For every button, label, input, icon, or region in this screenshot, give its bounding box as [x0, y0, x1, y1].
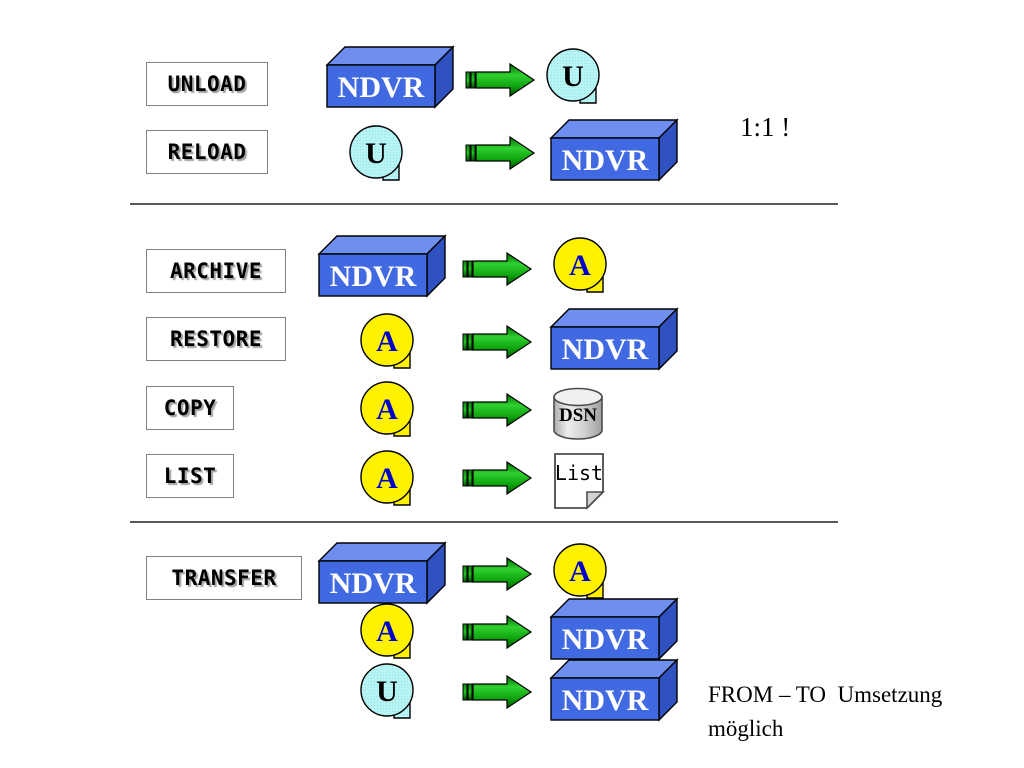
ndvr-box-icon: NDVR — [317, 234, 447, 298]
section-divider-2 — [130, 521, 838, 523]
ndvr-box-label: NDVR — [562, 684, 649, 717]
ndvr-box-icon: NDVR — [549, 118, 679, 182]
op-label-reload-text: RELOAD — [167, 140, 247, 164]
tape-unload-icon: U — [359, 660, 421, 726]
tape-unload-label: U — [376, 675, 398, 708]
tape-archive-icon: A — [359, 600, 421, 666]
arrow-right-icon — [462, 614, 533, 650]
op-label-unload-text: UNLOAD — [167, 72, 247, 96]
ndvr-box-icon: NDVR — [317, 541, 447, 605]
tape-archive-label: A — [569, 555, 591, 588]
tape-unload-label: U — [562, 60, 584, 93]
op-label-archive-text: ARCHIVE — [169, 259, 262, 283]
tape-archive-label: A — [376, 325, 398, 358]
ndvr-box-icon: NDVR — [549, 307, 679, 371]
tape-archive-icon: A — [359, 447, 421, 513]
tape-archive-icon: A — [359, 378, 421, 444]
annotation-note-line2: möglich — [708, 716, 784, 741]
arrow-right-icon — [462, 392, 533, 428]
ndvr-box-label: NDVR — [562, 333, 649, 366]
arrow-right-icon — [462, 251, 533, 287]
tape-unload-icon: U — [348, 122, 410, 188]
ndvr-box-icon: NDVR — [325, 45, 455, 109]
ndvr-box-icon: NDVR — [549, 658, 679, 722]
op-label-unload[interactable]: UNLOAD — [146, 62, 268, 106]
arrow-right-icon — [462, 324, 533, 360]
arrow-right-icon — [465, 62, 536, 98]
tape-archive-label: A — [376, 462, 398, 495]
list-page-icon: List — [553, 452, 609, 510]
ndvr-box-icon: NDVR — [549, 597, 679, 661]
tape-archive-label: A — [376, 615, 398, 648]
arrow-right-icon — [465, 135, 536, 171]
op-label-list-text: LIST — [163, 464, 217, 488]
tape-archive-icon: A — [359, 310, 421, 376]
ndvr-box-label: NDVR — [562, 144, 649, 177]
op-label-reload[interactable]: RELOAD — [146, 130, 268, 174]
tape-archive-label: A — [376, 393, 398, 426]
annotation-ratio: 1:1 ! — [740, 112, 791, 142]
dsn-cylinder-icon: DSN — [552, 387, 608, 440]
op-label-list[interactable]: LIST — [146, 454, 234, 498]
list-page-label: List — [555, 461, 603, 485]
op-label-transfer[interactable]: TRANSFER — [146, 556, 302, 600]
ndvr-box-label: NDVR — [562, 623, 649, 656]
annotation-note-line1: FROM – TO Umsetzung — [708, 682, 943, 707]
tape-archive-icon: A — [552, 234, 614, 300]
op-label-restore-text: RESTORE — [169, 327, 262, 351]
op-label-archive[interactable]: ARCHIVE — [146, 249, 286, 293]
op-label-restore[interactable]: RESTORE — [146, 317, 286, 361]
arrow-right-icon — [462, 460, 533, 496]
op-label-copy[interactable]: COPY — [146, 386, 234, 430]
tape-unload-label: U — [365, 137, 387, 170]
op-label-transfer-text: TRANSFER — [171, 566, 277, 590]
arrow-right-icon — [462, 556, 533, 592]
ndvr-box-label: NDVR — [338, 71, 425, 104]
tape-unload-icon: U — [545, 45, 607, 111]
op-label-copy-text: COPY — [163, 396, 217, 420]
section-divider-1 — [130, 203, 838, 205]
ndvr-box-label: NDVR — [330, 567, 417, 600]
dsn-cylinder-label: DSN — [559, 405, 597, 426]
arrow-right-icon — [462, 674, 533, 710]
tape-archive-label: A — [569, 249, 591, 282]
tape-archive-icon: A — [552, 540, 614, 606]
ndvr-box-label: NDVR — [330, 260, 417, 293]
